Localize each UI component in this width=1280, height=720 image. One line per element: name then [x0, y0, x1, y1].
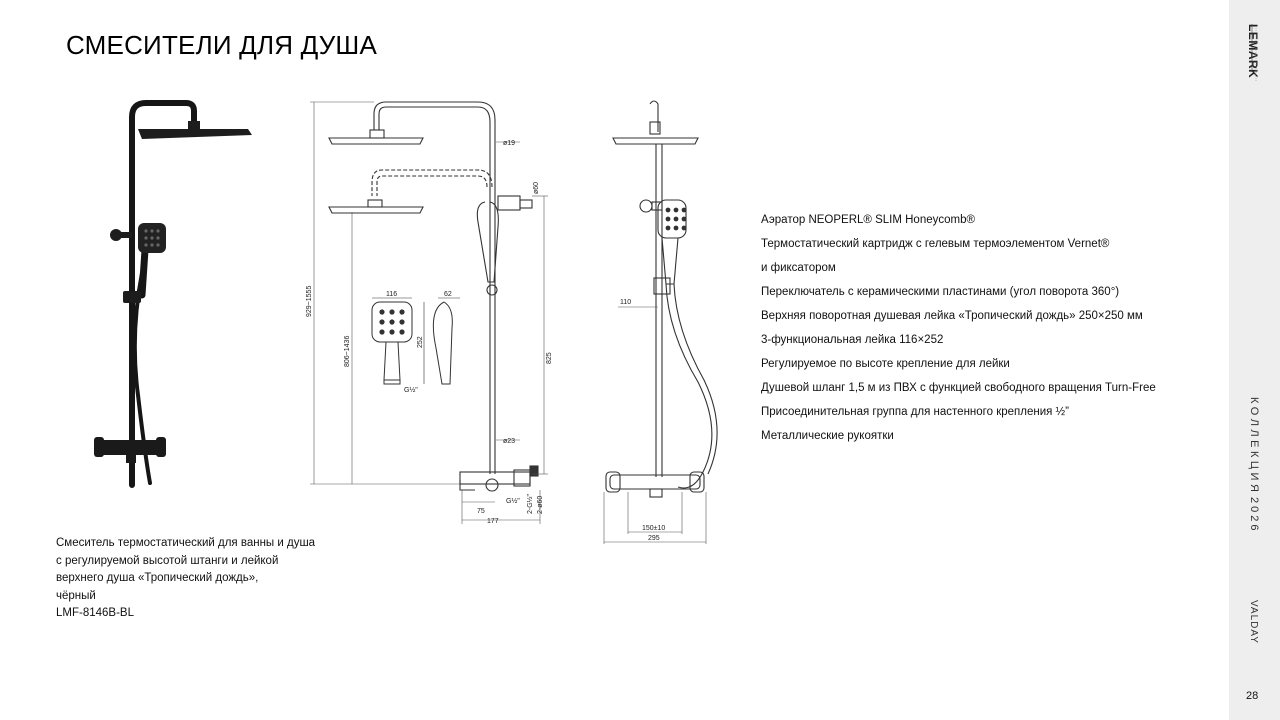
caption-line: Смеситель термостатический для ванны и д…: [56, 537, 316, 549]
dim-width-75: 75: [477, 508, 485, 515]
dim-spacing: 150±10: [642, 525, 665, 532]
side-drawing: 110 150±10 295: [603, 100, 718, 544]
dim-total-height: 929~1555: [306, 286, 313, 317]
caption-line: с регулируемой высотой штанги и лейкой: [56, 554, 279, 567]
dim-thread-g: G½": [506, 497, 520, 505]
dim-side-110: 110: [620, 299, 631, 306]
dim-rail-height: 825: [546, 352, 553, 364]
overhead-shower-photo: [138, 129, 252, 139]
feature-item: 3-функциональная лейка 116×252: [761, 334, 944, 346]
product-image: [94, 100, 252, 488]
page-title: СМЕСИТЕЛИ ДЛЯ ДУША: [66, 30, 378, 60]
front-drawing: 929~1555 806~1436 825 ø19 ø23 ø60 177 75…: [306, 101, 553, 525]
collection-year: 2026: [1248, 497, 1260, 534]
collection-label: КОЛЛЕКЦИЯ: [1248, 397, 1260, 496]
hand-shower-photo: [138, 223, 166, 253]
feature-item: Аэратор NEOPERL® SLIM Honeycomb®: [761, 214, 975, 226]
feature-item: Душевой шланг 1,5 м из ПВХ с функцией св…: [761, 382, 1156, 394]
product-caption: Смеситель термостатический для ванны и д…: [56, 535, 315, 623]
brand-logo: LEMARK: [1246, 24, 1260, 82]
brand-name: LEMARK: [1246, 24, 1260, 78]
feature-list: Аэратор NEOPERL® SLIM Honeycomb® Термост…: [761, 213, 1156, 453]
dim-conn-2: 2-ø60: [537, 496, 544, 514]
dim-width-177: 177: [487, 518, 499, 525]
dim-hand-height: 252: [417, 336, 424, 348]
feature-item: Металлические рукоятки: [761, 430, 894, 442]
page-number: 28: [1246, 690, 1259, 702]
dim-pipe-top: ø19: [503, 140, 515, 147]
caption-line: чёрный: [56, 589, 96, 602]
dim-hand-width: 116: [386, 291, 397, 298]
dim-hand-depth: 62: [444, 291, 452, 298]
feature-item: Присоединительная группа для настенного …: [761, 406, 1069, 418]
feature-item: Регулируемое по высоте крепление для лей…: [761, 358, 1010, 370]
series-name: VALDAY: [1248, 600, 1259, 644]
caption-line: верхнего душа «Тропический дождь»,: [56, 572, 259, 584]
dim-holder: ø60: [533, 182, 540, 194]
hand-shower-detail: 116 62 252 G½": [371, 291, 460, 394]
feature-item: Термостатический картридж с гелевым терм…: [761, 238, 1110, 250]
dim-side-width: 295: [648, 535, 660, 542]
dim-hand-thread: G½": [404, 386, 418, 394]
dim-mid-height: 806~1436: [344, 336, 351, 367]
dim-pipe-bottom: ø23: [503, 438, 515, 445]
feature-item: Переключатель с керамическими пластинами…: [761, 286, 1120, 298]
right-sidebar: [1229, 0, 1280, 720]
feature-item: и фиксатором: [761, 262, 836, 274]
product-sku: LMF-8146B-BL: [56, 607, 134, 619]
feature-item: Верхняя поворотная душевая лейка «Тропич…: [761, 310, 1143, 322]
dim-conn-1: 2-G½": [526, 493, 534, 514]
